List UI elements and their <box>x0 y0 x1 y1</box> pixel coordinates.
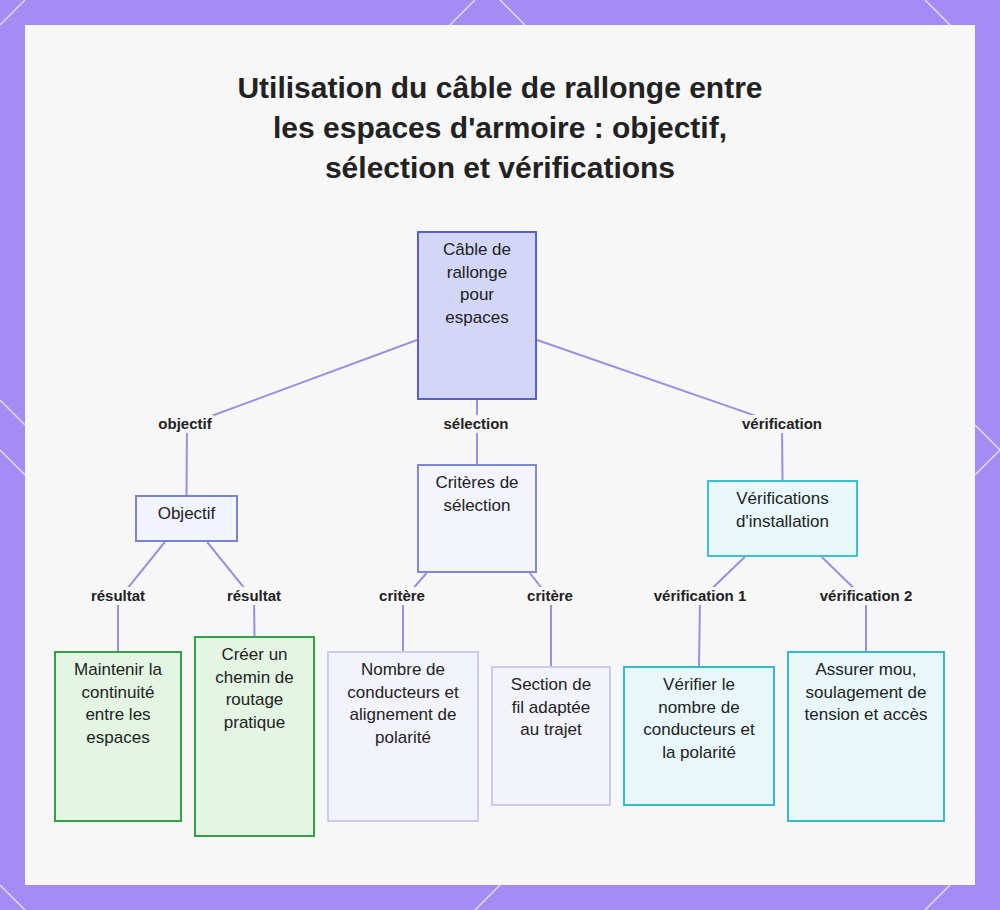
connector-line <box>187 340 418 495</box>
connector-line <box>699 557 745 666</box>
node-text: Maintenir la continuité entre les espace… <box>70 659 166 749</box>
check-box: Vérifier le nombre de conducteurs et la … <box>623 666 775 806</box>
criterion-box: Nombre de conducteurs et alignement de p… <box>327 651 479 822</box>
edge-label: objectif <box>156 415 213 433</box>
node-text: Vérifications d'installation <box>723 488 842 533</box>
result-box: Maintenir la continuité entre les espace… <box>54 651 182 822</box>
category-box: Critères de sélection <box>417 464 537 573</box>
edge-label: résultat <box>89 587 147 605</box>
edge-label: critère <box>525 587 575 605</box>
connector-line <box>537 340 783 480</box>
diagram-title: Utilisation du câble de rallonge entre l… <box>230 68 770 188</box>
category-box: Vérifications d'installation <box>707 480 858 557</box>
node-text: Câble de rallonge pour espaces <box>433 239 521 329</box>
category-box: Objectif <box>135 495 238 542</box>
edge-label: sélection <box>441 415 510 433</box>
criterion-box: Section de fil adaptée au trajet <box>491 666 611 806</box>
root-box: Câble de rallonge pour espaces <box>417 231 537 400</box>
connector-line <box>403 573 427 651</box>
edge-label: résultat <box>225 587 283 605</box>
node-text: Créer un chemin de routage pratique <box>210 644 299 734</box>
node-text: Section de fil adaptée au trajet <box>507 674 595 742</box>
edge-label: vérification <box>740 415 824 433</box>
node-text: Assurer mou, soulagement de tension et a… <box>803 659 929 727</box>
node-text: Objectif <box>151 503 222 526</box>
node-text: Nombre de conducteurs et alignement de p… <box>343 659 463 749</box>
edge-label: vérification 1 <box>652 587 749 605</box>
edge-label: vérification 2 <box>818 587 915 605</box>
edge-label: critère <box>377 587 427 605</box>
result-box: Créer un chemin de routage pratique <box>194 636 315 837</box>
check-box: Assurer mou, soulagement de tension et a… <box>787 651 945 822</box>
node-text: Critères de sélection <box>433 472 521 517</box>
node-text: Vérifier le nombre de conducteurs et la … <box>639 674 759 764</box>
